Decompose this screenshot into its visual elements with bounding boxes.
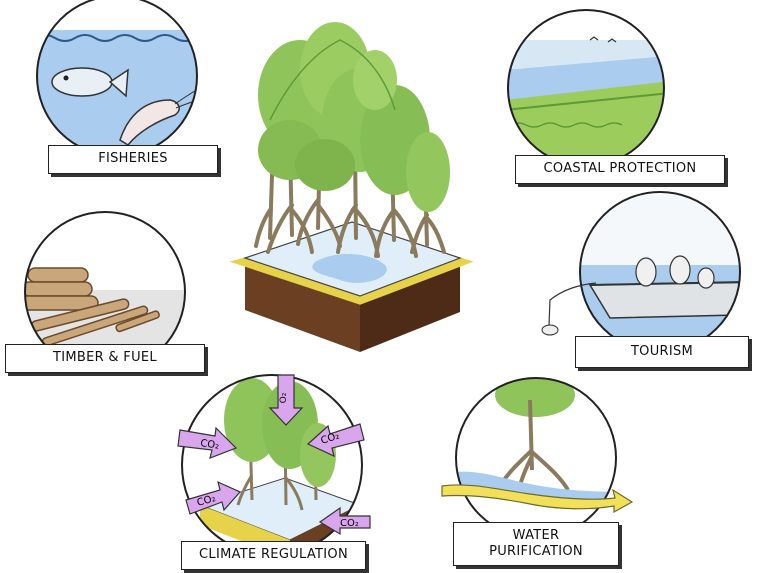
co2-label-left-bottom: CO₂ [196, 493, 217, 509]
co2-arrow-right-bottom [318, 506, 371, 536]
central-mangrove-forest [229, 22, 474, 352]
water-flow-arrow [441, 484, 634, 514]
fishing-float-icon [541, 324, 559, 336]
o2-arrow [268, 374, 304, 426]
shrimp-icon [119, 81, 197, 146]
bird-icon [589, 36, 617, 43]
water-pool [312, 254, 387, 283]
co2-label-left-top: CO₂ [200, 438, 220, 452]
label-fisheries: FISHERIES [48, 145, 218, 174]
fish-icon [51, 67, 129, 98]
co2-arrow-right-top [306, 423, 365, 458]
co2-label-right-bottom: CO₂ [340, 518, 359, 529]
label-climate-regulation: CLIMATE REGULATION [181, 541, 366, 570]
soil-block-right [360, 262, 460, 352]
fishing-line [548, 282, 597, 326]
water-purification-vignette [441, 377, 634, 539]
climate-regulation-vignette: O₂ CO₂ CO₂ CO₂ CO₂ [177, 374, 371, 556]
log-pile-icon [25, 267, 160, 347]
label-coastal-protection: COASTAL PROTECTION [515, 155, 725, 184]
boat-icon [588, 255, 740, 319]
label-timber-fuel: TIMBER & FUEL [5, 344, 205, 373]
coastal-protection-vignette [507, 9, 665, 167]
label-tourism: TOURISM [575, 336, 749, 368]
mangrove-canopy [258, 22, 450, 212]
co2-arrow-left-top [177, 426, 238, 459]
label-water-purification: WATER PURIFICATION [453, 522, 619, 566]
soil-block-left [245, 262, 360, 352]
co2-arrow-left-bottom [185, 480, 241, 515]
fisheries-vignette [36, 0, 198, 157]
o2-label: O₂ [279, 392, 289, 403]
tourism-vignette [541, 191, 741, 353]
